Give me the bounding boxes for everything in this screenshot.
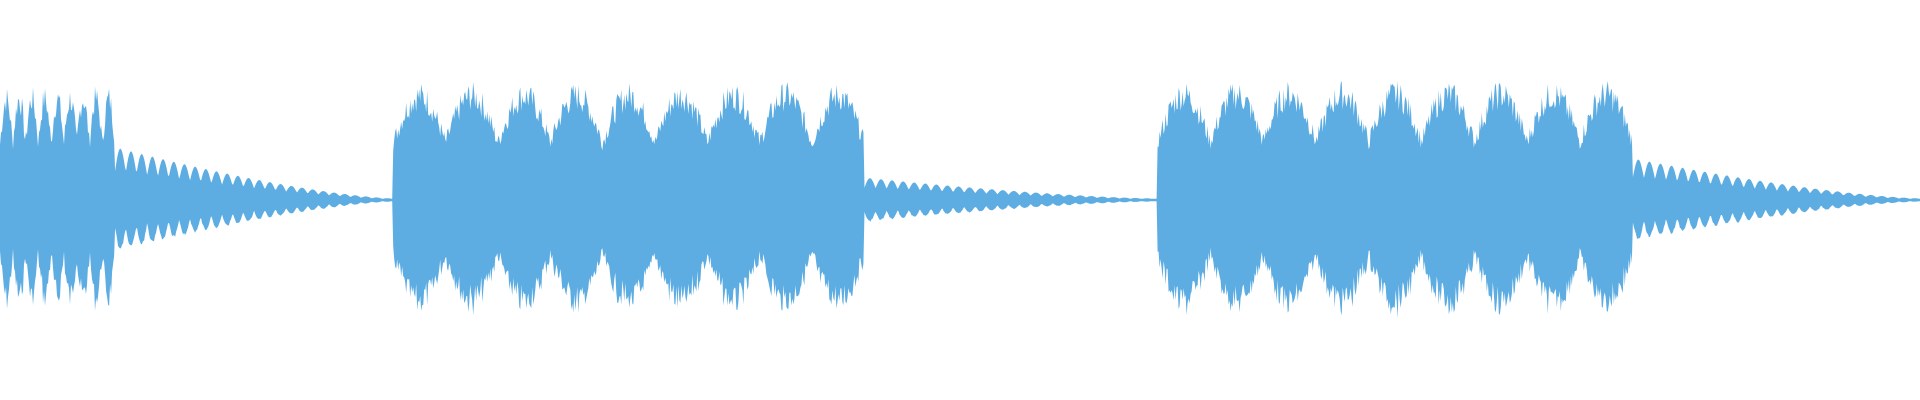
waveform-shape <box>0 81 1920 319</box>
